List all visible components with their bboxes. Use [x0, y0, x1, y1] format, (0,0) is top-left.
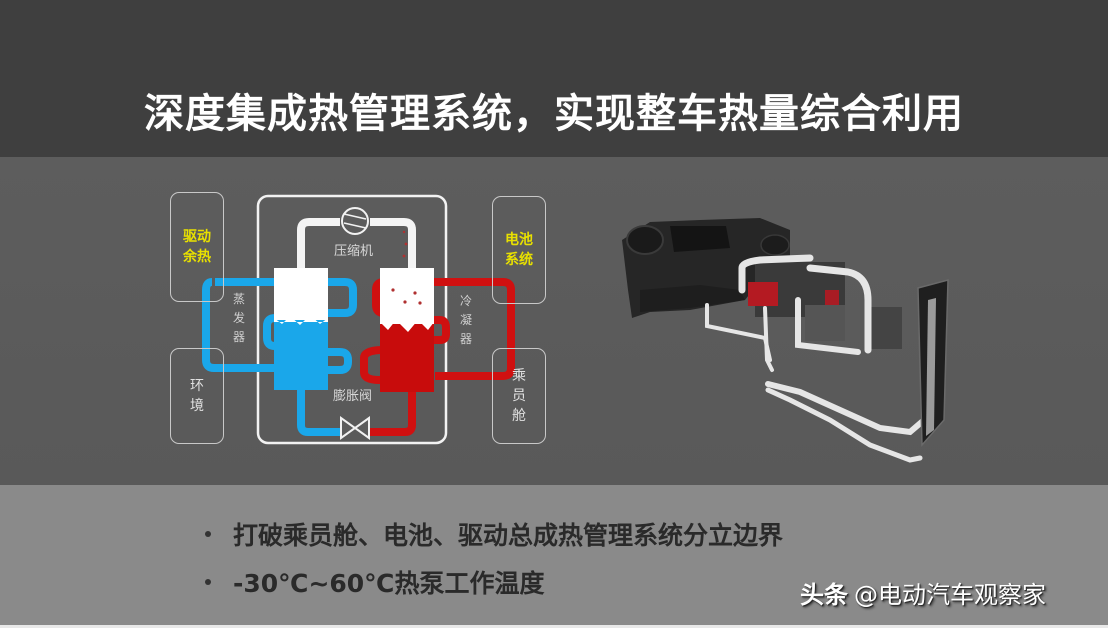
expansion-valve-label: 膨胀阀: [333, 389, 373, 404]
condenser-char-3: 器: [459, 332, 472, 346]
battery-system-label-1: 电池: [505, 232, 533, 248]
evaporator-vapor: [274, 268, 328, 320]
expansion-valve-icon: [340, 416, 370, 440]
condenser-char-1: 冷: [459, 294, 472, 308]
evaporator-char-3: 器: [232, 330, 245, 344]
compressor-icon: [341, 207, 369, 235]
radiator: [917, 279, 949, 447]
bullet-dot-icon: [205, 531, 211, 537]
bullet-band: [0, 485, 1108, 625]
bullet-item: -30℃~60℃热泵工作温度: [205, 558, 783, 606]
bullet-dot-icon: [205, 579, 211, 585]
bullet-item: 打破乘员舱、电池、驱动总成热管理系统分立边界: [205, 510, 783, 558]
condenser-label: 冷 凝 器: [458, 292, 474, 349]
cabin-label-2: 员: [512, 388, 526, 404]
bullet-list: 打破乘员舱、电池、驱动总成热管理系统分立边界 -30℃~60℃热泵工作温度: [205, 510, 783, 606]
bottom-edge: [0, 625, 1108, 628]
evaporator-liquid: [274, 318, 328, 390]
watermark-brand: 头条: [800, 581, 848, 609]
cabin-label-1: 乘: [512, 368, 526, 384]
refrigerant-pipes: [705, 254, 933, 463]
cabin-label-3: 舱: [512, 408, 526, 424]
environment-label-1: 环: [190, 378, 204, 394]
evaporator-label: 蒸 发 器: [231, 290, 247, 347]
battery-system-label-2: 系统: [505, 252, 533, 268]
evaporator-char-1: 蒸: [232, 292, 245, 306]
slide-title: 深度集成热管理系统，实现整车热量综合利用: [144, 91, 964, 137]
condenser-char-2: 凝: [459, 313, 472, 327]
bullet-text: -30℃~60℃热泵工作温度: [233, 569, 545, 598]
environment-box: 环 境: [170, 348, 224, 444]
watermark-account: @电动汽车观察家: [854, 581, 1046, 609]
condenser-liquid: [380, 322, 434, 392]
evaporator-char-2: 发: [232, 311, 245, 325]
title-band: [0, 0, 1108, 157]
condenser-vapor: [380, 268, 434, 324]
compressor-label: 压缩机: [334, 244, 374, 259]
watermark: 头条@电动汽车观察家: [800, 575, 1046, 610]
cabin-box: 乘 员 舱: [492, 348, 546, 444]
refrigerant-module: [748, 262, 902, 349]
drive-waste-heat-label-1: 驱动: [183, 229, 211, 245]
bullet-text: 打破乘员舱、电池、驱动总成热管理系统分立边界: [233, 521, 784, 550]
environment-label-2: 境: [190, 398, 204, 414]
drive-waste-heat-box: 驱动 余热: [170, 192, 224, 302]
drive-waste-heat-label-2: 余热: [183, 249, 211, 265]
battery-system-box: 电池 系统: [492, 196, 546, 304]
